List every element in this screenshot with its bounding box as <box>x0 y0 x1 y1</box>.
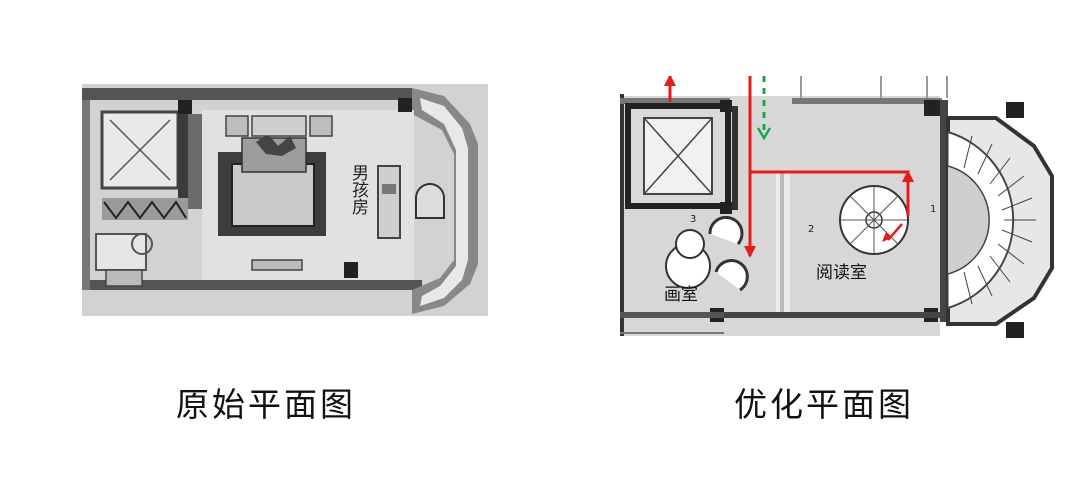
main-spiral-stair <box>946 116 1054 326</box>
small-spiral-stair <box>839 185 909 255</box>
caption-original: 原始平面图 <box>176 385 356 424</box>
original-floor-plan: 男孩房 <box>82 84 488 316</box>
optimized-floor-plan: 1 2 3 画室 阅读室 <box>620 76 1064 342</box>
area-number-2: 2 <box>808 224 814 235</box>
caption-optimized: 优化平面图 <box>734 385 914 424</box>
area-number-1: 1 <box>930 204 936 215</box>
room-label-boys-room: 男孩房 <box>348 164 369 216</box>
area-number-3: 3 <box>690 214 696 225</box>
room-label-studio: 画室 <box>664 285 698 305</box>
room-label-reading: 阅读室 <box>816 263 867 283</box>
outer-wall <box>82 88 412 100</box>
